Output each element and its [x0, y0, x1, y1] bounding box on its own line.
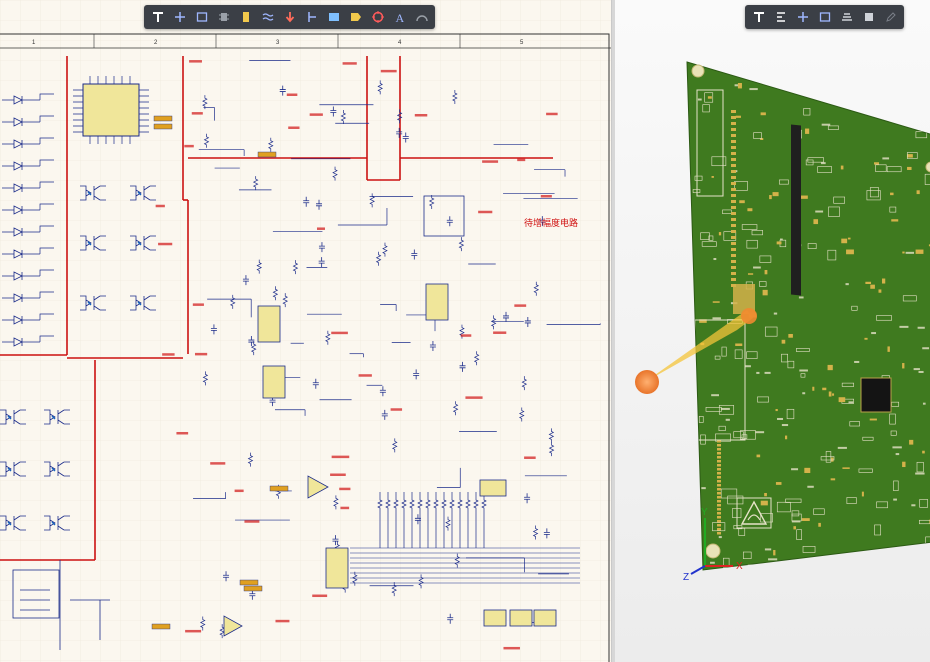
- schematic-tool-button[interactable]: [236, 8, 255, 27]
- schematic-tool-button[interactable]: [214, 8, 233, 27]
- axis-y-label: Y: [701, 507, 708, 518]
- text-tool-icon: [152, 12, 163, 22]
- schematic-toolbar: A: [144, 5, 435, 29]
- pcb-3d-canvas[interactable]: X Y Z: [615, 0, 930, 662]
- pane-divider[interactable]: [612, 0, 615, 662]
- edit-icon: [885, 12, 896, 22]
- schematic-tool-button[interactable]: [170, 8, 189, 27]
- schematic-tool-button[interactable]: [280, 8, 299, 27]
- power-port-icon: [307, 12, 316, 22]
- pcb-view-tool-button[interactable]: [815, 8, 834, 27]
- pcb-3d-view-pane[interactable]: X Y Z: [615, 0, 930, 662]
- sheet-frame: [0, 33, 610, 662]
- component-icon: [218, 13, 229, 21]
- ic-blocks: [12, 195, 557, 627]
- schematic-tool-button[interactable]: [324, 8, 343, 27]
- section-borders: [0, 56, 553, 561]
- schematic-tool-button[interactable]: [148, 8, 167, 27]
- schematic-tool-button[interactable]: [346, 8, 365, 27]
- schematic-wires: [0, 60, 601, 650]
- schematic-tool-button[interactable]: [412, 8, 431, 27]
- axis-z-label: Z: [683, 572, 689, 583]
- rectangle-icon: [819, 12, 830, 22]
- pcb-components: [692, 72, 930, 570]
- schematic-tool-button[interactable]: [302, 8, 321, 27]
- tag-icon: [350, 13, 361, 21]
- text-tool-icon: [753, 12, 764, 22]
- pcb-view-tool-button[interactable]: [837, 8, 856, 27]
- layer-stack-icon: [841, 13, 852, 21]
- op-amp-symbols: [223, 475, 329, 637]
- select-icon: [776, 12, 785, 22]
- schematic-tool-button[interactable]: [192, 8, 211, 27]
- wire-icon: [262, 13, 273, 21]
- schematic-editor-pane[interactable]: 1 2 3 4 5: [0, 0, 612, 662]
- main-chip: [860, 377, 892, 413]
- pcb-view-tool-button[interactable]: [859, 8, 878, 27]
- schematic-tool-button[interactable]: [368, 8, 387, 27]
- svg-text:A: A: [395, 11, 404, 24]
- sheet-column-marker: 1: [32, 40, 36, 46]
- probe-indicator: [635, 308, 757, 394]
- board-icon: [864, 13, 873, 21]
- header-connector: [791, 124, 801, 296]
- axis-x-label: X: [736, 561, 743, 572]
- mounting-holes: [691, 64, 930, 559]
- text-a-icon: A: [395, 11, 404, 24]
- schematic-tool-button[interactable]: [258, 8, 277, 27]
- sheet-column-marker: 4: [398, 40, 402, 46]
- sheet-column-marker: 3: [276, 40, 280, 46]
- pcb-view-tool-button[interactable]: [771, 8, 790, 27]
- esd-warning-logo: [736, 497, 772, 529]
- rectangle-icon: [196, 12, 207, 22]
- probe-icon: [371, 11, 384, 23]
- pcb-view-tool-button[interactable]: [881, 8, 900, 27]
- sheet-column-marker: 2: [154, 40, 158, 46]
- schematic-tool-button[interactable]: A: [390, 8, 409, 27]
- pcb-view-tool-button[interactable]: [749, 8, 768, 27]
- axes-gizmo: X Y Z: [683, 507, 743, 583]
- note-icon: [328, 13, 339, 21]
- crosshair-icon: [174, 12, 185, 22]
- pcb-view-tool-button[interactable]: [793, 8, 812, 27]
- schematic-note-text: 待增幅度电路: [524, 217, 578, 228]
- crosshair-icon: [797, 12, 808, 22]
- arrow-down-icon: [285, 12, 294, 23]
- sheet-column-markers: 1 2 3 4 5: [32, 34, 524, 48]
- pcb-view-toolbar: [745, 5, 904, 29]
- sheet-column-marker: 5: [520, 40, 524, 46]
- arc-icon: [415, 15, 428, 22]
- mcu-ic: [73, 76, 149, 144]
- schematic-canvas[interactable]: 1 2 3 4 5: [0, 0, 612, 662]
- highlight-icon: [242, 12, 249, 22]
